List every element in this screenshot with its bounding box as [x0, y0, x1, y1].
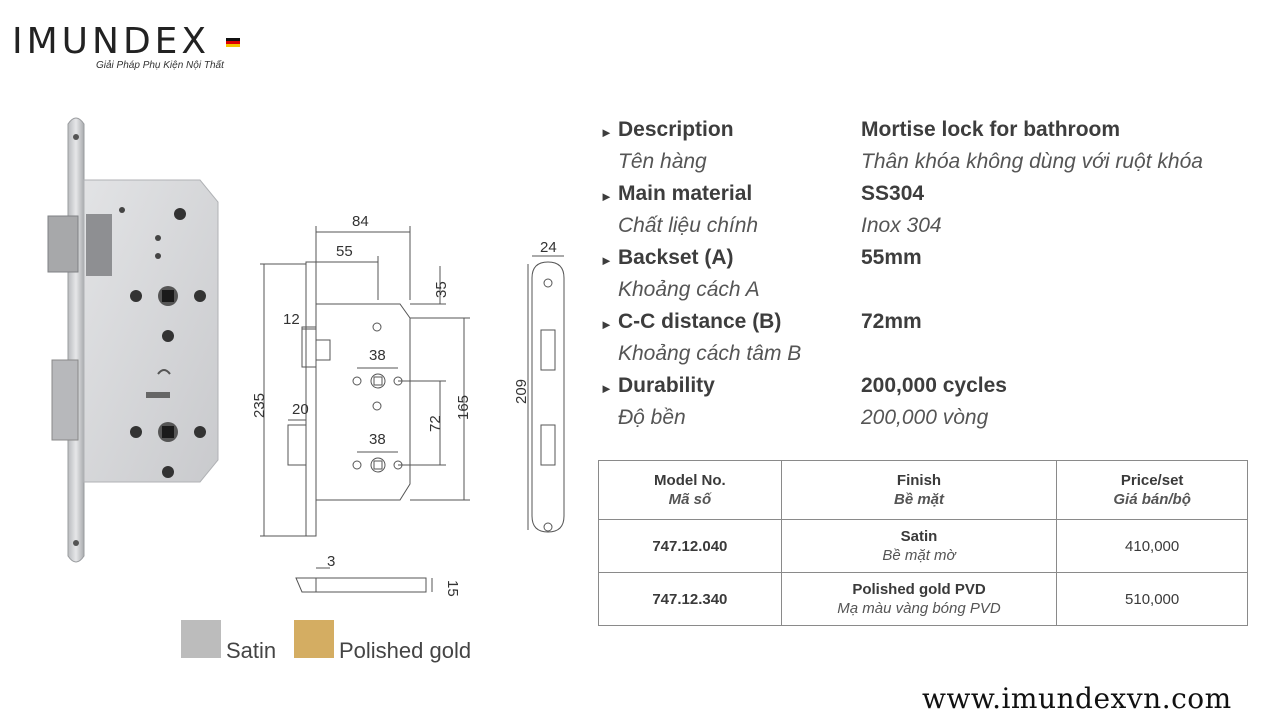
- dim-55: 55: [336, 243, 353, 260]
- price-cell: 410,000: [1056, 519, 1248, 573]
- spec-value-vi: Inox 304: [861, 214, 942, 237]
- spec-label-vi: Chất liệu chính: [618, 214, 759, 237]
- lock-product-photo: [47, 117, 219, 563]
- header-en: Finish: [896, 472, 942, 489]
- bullet-arrow-icon: ►: [600, 189, 613, 204]
- dim-38-upper: 38: [369, 347, 386, 364]
- brand-tagline: Giải Pháp Phụ Kiện Nội Thất: [96, 60, 224, 71]
- table-row: 747.12.340 Polished gold PVD Mạ màu vàng …: [598, 572, 1248, 626]
- finish-name: Satin: [900, 528, 938, 545]
- dim-20: 20: [292, 401, 309, 418]
- bullet-arrow-icon: ►: [600, 125, 613, 140]
- dim-3: 3: [327, 553, 335, 570]
- spec-label-vi: Khoảng cách tâm B: [618, 342, 802, 365]
- finish-name-vi: Bề mặt mờ: [882, 547, 956, 564]
- model-cell: 747.12.040: [598, 519, 782, 573]
- spec-label: Main material: [618, 182, 753, 205]
- satin-swatch: [181, 620, 221, 658]
- polished-gold-label: Polished gold: [339, 638, 472, 663]
- spec-value: 200,000 cycles: [861, 374, 1007, 397]
- model-number: 747.12.040: [652, 537, 728, 555]
- satin-label: Satin: [226, 638, 277, 663]
- finish-name: Polished gold PVD: [852, 581, 986, 598]
- dim-12: 12: [283, 311, 300, 328]
- dim-72: 72: [427, 415, 444, 432]
- dim-15: 15: [444, 580, 461, 597]
- header-vi: Bề mặt: [893, 491, 945, 508]
- spec-value-vi: 200,000 vòng: [861, 406, 989, 429]
- spec-durability: ► Durability 200,000 cycles Độ bền 200,0…: [600, 374, 1260, 429]
- table-row: 747.12.040 Satin Bề mặt mờ 410,000: [598, 519, 1248, 573]
- dim-24: 24: [540, 239, 557, 256]
- header-vi: Mã số: [668, 491, 712, 508]
- dim-235: 235: [251, 393, 268, 418]
- brand-logo: IMUNDEX Giải Pháp Phụ Kiện Nội Thất: [12, 22, 242, 76]
- website-url[interactable]: www.imundexvn.com: [922, 682, 1232, 715]
- spec-value: SS304: [861, 182, 925, 205]
- polished-gold-swatch: [294, 620, 334, 658]
- spec-label: Description: [618, 118, 734, 141]
- bullet-arrow-icon: ►: [600, 381, 613, 396]
- spec-label: Durability: [618, 374, 715, 397]
- technical-drawing: 84 55 35 12 38 20 38 72 165 235 24 209 3…: [251, 213, 565, 597]
- dim-35: 35: [433, 281, 450, 298]
- spec-label: Backset (A): [618, 246, 734, 269]
- brand-name: IMUNDEX: [12, 21, 211, 62]
- header-en: Price/set: [1120, 472, 1184, 489]
- spec-label: C-C distance (B): [618, 310, 782, 333]
- dim-84: 84: [352, 213, 369, 230]
- price-cell: 510,000: [1056, 572, 1248, 626]
- spec-value-vi: Thân khóa không dùng với ruột khóa: [861, 150, 1203, 173]
- dim-165: 165: [455, 395, 472, 420]
- bullet-arrow-icon: ►: [600, 253, 613, 268]
- finish-name-vi: Mạ màu vàng bóng PVD: [837, 600, 1001, 617]
- spec-description: ► Description Mortise lock for bathroom …: [600, 118, 1260, 173]
- spec-label-vi: Tên hàng: [618, 150, 707, 173]
- finish-cell: Satin Bề mặt mờ: [780, 519, 1058, 573]
- dim-209: 209: [513, 379, 530, 404]
- spec-value: 72mm: [861, 310, 922, 333]
- spec-value: Mortise lock for bathroom: [861, 118, 1121, 141]
- header-model: Model No. Mã số: [598, 460, 782, 520]
- finish-cell: Polished gold PVD Mạ màu vàng bóng PVD: [780, 572, 1058, 626]
- model-cell: 747.12.340: [598, 572, 782, 626]
- spec-backset: ► Backset (A) 55mm Khoảng cách A: [600, 246, 1260, 301]
- spec-cc-distance: ► C-C distance (B) 72mm Khoảng cách tâm …: [600, 310, 1260, 365]
- spec-value: 55mm: [861, 246, 922, 269]
- spec-label-vi: Độ bền: [618, 406, 686, 429]
- spec-main-material: ► Main material SS304 Chất liệu chính In…: [600, 182, 1260, 237]
- model-number: 747.12.340: [652, 590, 728, 608]
- german-flag-icon: [226, 38, 240, 47]
- bullet-arrow-icon: ►: [600, 317, 613, 332]
- spec-label-vi: Khoảng cách A: [618, 278, 760, 301]
- header-en: Model No.: [654, 472, 726, 489]
- dim-38-lower: 38: [369, 431, 386, 448]
- header-finish: Finish Bề mặt: [780, 460, 1058, 520]
- header-vi: Giá bán/bộ: [1113, 491, 1191, 508]
